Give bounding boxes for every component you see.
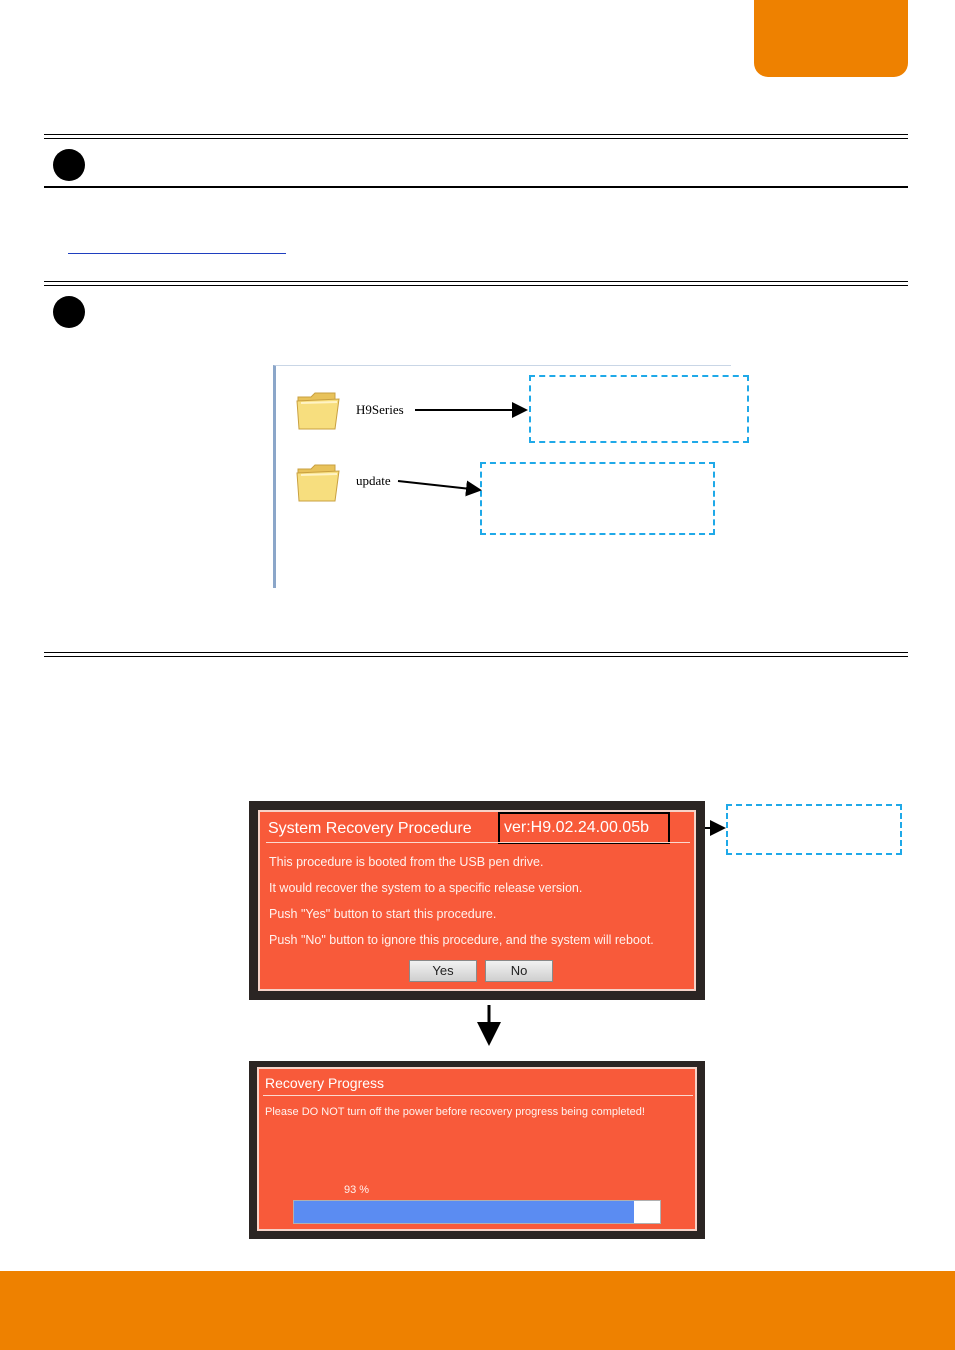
chapter-tab xyxy=(754,0,908,77)
dialog-line: It would recover the system to a specifi… xyxy=(269,881,583,895)
folder-label[interactable]: update xyxy=(356,473,391,488)
bullet-icon xyxy=(53,149,85,181)
section-divider-top xyxy=(44,281,908,286)
arrow-icon xyxy=(397,480,482,497)
section-divider-top xyxy=(44,134,908,139)
file-explorer-window xyxy=(273,365,731,588)
bullet-icon xyxy=(53,296,85,328)
callout-box xyxy=(529,375,749,443)
dialog-title: System Recovery Procedure xyxy=(268,820,472,837)
recovery-dialog: System Recovery Procedure ver:H9.02.24.0… xyxy=(249,801,705,1000)
folder-label[interactable]: H9Series xyxy=(356,402,404,417)
callout-box xyxy=(726,804,902,855)
dialog-title: Recovery Progress xyxy=(265,1075,385,1091)
folder-icon[interactable] xyxy=(295,461,341,503)
section-divider xyxy=(44,186,908,188)
dialog-line: This procedure is booted from the USB pe… xyxy=(269,855,544,869)
warning-text: Please DO NOT turn off the power before … xyxy=(265,1106,645,1118)
progress-bar xyxy=(293,1200,661,1224)
dialog-separator xyxy=(266,842,690,843)
folder-icon[interactable] xyxy=(295,389,341,431)
yes-button[interactable]: Yes xyxy=(409,960,477,982)
hyperlink[interactable] xyxy=(68,253,286,254)
version-label: ver:H9.02.24.00.05b xyxy=(498,812,670,844)
no-button[interactable]: No xyxy=(485,960,553,982)
progress-dialog: Recovery Progress Please DO NOT turn off… xyxy=(249,1061,705,1239)
callout-box xyxy=(480,462,715,535)
dialog-line: Push "No" button to ignore this procedur… xyxy=(269,933,654,947)
dialog-separator xyxy=(263,1095,693,1096)
section-divider-top xyxy=(44,652,908,657)
progress-fill xyxy=(294,1201,635,1223)
dialog-line: Push "Yes" button to start this procedur… xyxy=(269,907,497,921)
progress-percent: 93 % xyxy=(344,1184,370,1196)
footer-bar xyxy=(0,1271,955,1350)
